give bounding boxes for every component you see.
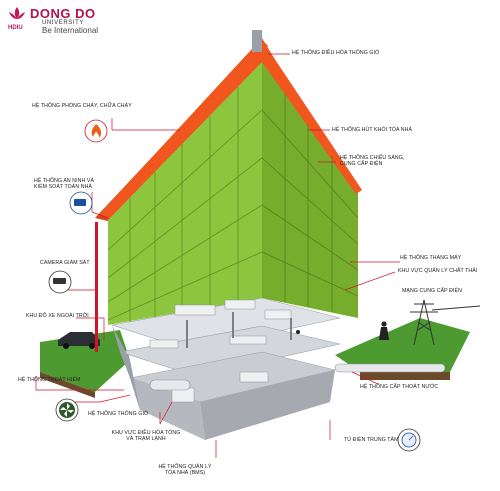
label-drainage: Hệ thống thoát hiểm bbox=[18, 377, 81, 383]
right-ground-slab bbox=[335, 318, 470, 372]
cctv-camera-icon bbox=[48, 270, 72, 294]
person-body-right bbox=[379, 327, 389, 340]
roof-top-main bbox=[100, 42, 262, 220]
lotus-logo-icon bbox=[9, 7, 25, 19]
logo-slogan: Be International bbox=[42, 26, 99, 35]
ventilation-fan-icon bbox=[55, 398, 79, 422]
label-bms-line-1: Hệ thống quản lý bbox=[158, 464, 212, 470]
label-waste: Khu vực quản lý chất thải bbox=[398, 268, 478, 274]
basement-left-wall bbox=[130, 378, 205, 440]
label-lighting-line-2: cung cấp điện bbox=[340, 161, 383, 167]
label-switchboard: Tủ điện trung tâm bbox=[344, 437, 399, 443]
cutaway-floor-2 bbox=[119, 325, 341, 377]
label-security-line-2: kiểm soát toàn nhà bbox=[34, 184, 93, 190]
label-chiller-line-2: và trạm lạnh bbox=[126, 436, 166, 442]
label-water-supply: Hệ thống cấp thoát nước bbox=[360, 384, 439, 390]
label-smoke-extraction: Hệ thống hút khói tòa nhà bbox=[332, 127, 413, 133]
person-figure-left bbox=[296, 330, 300, 334]
university-logo: HDIU DONG DO UNIVERSITY Be International bbox=[6, 6, 146, 40]
roof-right-edge bbox=[262, 40, 362, 194]
label-hvac: Hệ thống điều hòa thông gió bbox=[292, 50, 380, 56]
left-ground-soil bbox=[40, 372, 95, 398]
parked-car bbox=[58, 332, 100, 349]
logo-name: DONG DO bbox=[30, 6, 96, 21]
fire-icon bbox=[84, 119, 108, 143]
label-elevator: Hệ thống thang máy bbox=[400, 255, 462, 261]
water-supply-pipe bbox=[334, 363, 446, 373]
label-power-grid: Mạng cung cấp điện bbox=[402, 288, 462, 294]
facade-left bbox=[108, 62, 262, 325]
power-transmission-tower bbox=[410, 299, 481, 346]
label-security-line-1: Hệ thống an ninh và bbox=[34, 178, 95, 184]
basement-right-wall bbox=[200, 370, 335, 440]
facade-left-grid bbox=[107, 87, 263, 322]
right-ground-soil bbox=[360, 372, 450, 380]
label-lighting-line-1: Hệ thống chiếu sáng, bbox=[340, 155, 405, 161]
ventilation-duct-tunnel bbox=[149, 379, 191, 391]
fire-standpipe bbox=[95, 222, 98, 352]
label-fire-protection: Hệ thống phòng cháy, chữa cháy bbox=[32, 103, 132, 109]
floor-columns bbox=[186, 312, 292, 348]
facade-right-grid bbox=[261, 93, 359, 312]
label-camera: Camera giám sát bbox=[40, 260, 90, 266]
electrical-panel-gauge-icon bbox=[397, 428, 421, 452]
logo-abbreviation: HDIU bbox=[8, 25, 23, 31]
label-ventilation: Hệ thống thông gió bbox=[88, 411, 149, 417]
label-parking: Khu đỗ xe ngoài trời bbox=[26, 313, 89, 319]
person-figure-right bbox=[381, 321, 387, 327]
facade-right bbox=[262, 62, 358, 318]
label-bms-line-2: tòa nhà (BMS) bbox=[164, 470, 206, 476]
ground-edge-cut bbox=[112, 325, 140, 410]
logo-subtitle: UNIVERSITY bbox=[42, 20, 85, 26]
rooftop-hvac-unit bbox=[252, 30, 262, 52]
label-chiller-line-1: Khu vực điều hòa tổng bbox=[111, 430, 181, 436]
security-camera-icon bbox=[69, 191, 93, 215]
